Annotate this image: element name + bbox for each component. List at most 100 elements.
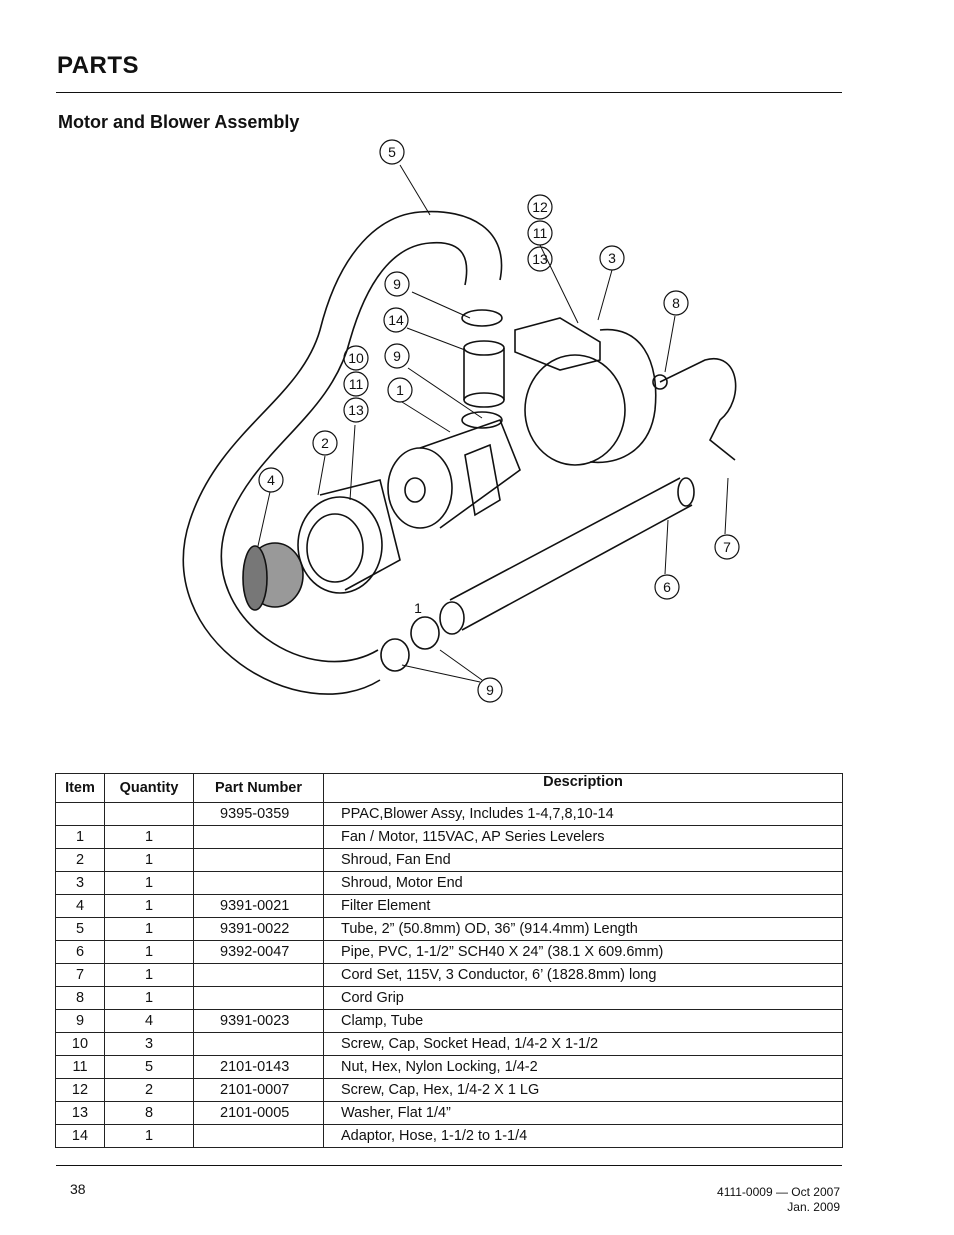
doc-date-line: Jan. 2009 <box>787 1200 840 1214</box>
callout-4: 4 <box>267 472 275 488</box>
callout-14: 14 <box>388 312 404 328</box>
cell-description: Nut, Hex, Nylon Locking, 1/4-2 <box>323 1055 843 1079</box>
document-id: 4111-0009 — Oct 2007 Jan. 2009 <box>717 1185 840 1215</box>
cell-part-number: 2101-0005 <box>193 1101 324 1125</box>
cell-item: 14 <box>55 1124 105 1148</box>
cell-description: Filter Element <box>323 894 843 918</box>
cell-description: Clamp, Tube <box>323 1009 843 1033</box>
table-header-row: Item Quantity Part Number Description <box>55 773 843 803</box>
cell-item: 13 <box>55 1101 105 1125</box>
cell-item: 3 <box>55 871 105 895</box>
callout-3: 3 <box>608 250 616 266</box>
cell-description: Tube, 2” (50.8mm) OD, 36” (914.4mm) Leng… <box>323 917 843 941</box>
cell-description: Washer, Flat 1/4” <box>323 1101 843 1125</box>
cell-part-number <box>193 963 324 987</box>
footer-divider <box>56 1165 842 1166</box>
cell-quantity: 1 <box>104 940 194 964</box>
callout-13b: 13 <box>348 402 364 418</box>
cell-part-number <box>193 871 324 895</box>
cell-item: 6 <box>55 940 105 964</box>
callout-12: 12 <box>532 199 548 215</box>
callout-9: 9 <box>393 276 401 292</box>
motor-shroud <box>514 317 657 466</box>
leader-lines <box>257 164 729 683</box>
cell-description: Adaptor, Hose, 1-1/2 to 1-1/4 <box>323 1124 843 1148</box>
page-number: 38 <box>70 1181 86 1197</box>
cell-description: Fan / Motor, 115VAC, AP Series Levelers <box>323 825 843 849</box>
cell-description: Shroud, Fan End <box>323 848 843 872</box>
callout-11b: 11 <box>349 376 364 392</box>
cell-quantity: 1 <box>104 963 194 987</box>
cell-quantity: 3 <box>104 1032 194 1056</box>
doc-revision-line: 4111-0009 — Oct 2007 <box>717 1185 840 1199</box>
cell-description: Pipe, PVC, 1-1/2” SCH40 X 24” (38.1 X 60… <box>323 940 843 964</box>
col-description: Description <box>323 773 843 803</box>
parts-table: Item Quantity Part Number Description 93… <box>55 773 843 1148</box>
callout-9c: 9 <box>486 682 494 698</box>
clamp-low-a <box>380 638 410 672</box>
col-item: Item <box>55 773 105 803</box>
cell-description: Screw, Cap, Socket Head, 1/4-2 X 1-1/2 <box>323 1032 843 1056</box>
callout-6: 6 <box>663 579 671 595</box>
callout-5: 5 <box>388 144 396 160</box>
col-part-number: Part Number <box>193 773 324 803</box>
pvc-pipe <box>439 477 695 635</box>
filter-element <box>242 542 304 611</box>
callout-1b: 1 <box>414 600 422 616</box>
cell-part-number: 9392-0047 <box>193 940 324 964</box>
cell-item: 12 <box>55 1078 105 1102</box>
callouts <box>258 139 740 703</box>
callout-2: 2 <box>321 435 329 451</box>
cell-item: 9 <box>55 1009 105 1033</box>
callout-10: 10 <box>348 350 364 366</box>
cell-part-number <box>193 1124 324 1148</box>
callout-11: 11 <box>533 225 548 241</box>
cell-item: 1 <box>55 825 105 849</box>
cell-quantity: 1 <box>104 871 194 895</box>
cell-part-number: 9391-0023 <box>193 1009 324 1033</box>
cell-quantity: 1 <box>104 986 194 1010</box>
cell-part-number: 9391-0022 <box>193 917 324 941</box>
cell-quantity: 8 <box>104 1101 194 1125</box>
cell-part-number <box>193 825 324 849</box>
cell-quantity: 1 <box>104 1124 194 1148</box>
header-divider <box>56 92 842 93</box>
col-quantity: Quantity <box>104 773 194 803</box>
clamp-low-b <box>410 616 440 650</box>
cell-item: 7 <box>55 963 105 987</box>
flex-tube <box>182 210 503 695</box>
cell-item: 4 <box>55 894 105 918</box>
cell-item: 8 <box>55 986 105 1010</box>
cell-quantity: 1 <box>104 848 194 872</box>
cell-quantity: 2 <box>104 1078 194 1102</box>
clamp-top <box>461 309 503 327</box>
callout-1: 1 <box>396 382 404 398</box>
callout-8: 8 <box>672 295 680 311</box>
cell-description: Cord Set, 115V, 3 Conductor, 6’ (1828.8m… <box>323 963 843 987</box>
cord-set <box>659 357 737 461</box>
fan-motor <box>387 418 521 529</box>
cell-description: PPAC,Blower Assy, Includes 1-4,7,8,10-14 <box>323 802 843 826</box>
clamp-mid <box>461 411 503 429</box>
cell-part-number <box>193 848 324 872</box>
cell-item: 2 <box>55 848 105 872</box>
page-title: PARTS <box>57 52 140 79</box>
cell-item <box>55 802 105 826</box>
cord-grip <box>652 374 668 390</box>
cell-item: 11 <box>55 1055 105 1079</box>
cell-item: 5 <box>55 917 105 941</box>
cell-description: Screw, Cap, Hex, 1/4-2 X 1 LG <box>323 1078 843 1102</box>
cell-quantity: 4 <box>104 1009 194 1033</box>
cell-item: 10 <box>55 1032 105 1056</box>
hose-adaptor <box>463 340 505 408</box>
